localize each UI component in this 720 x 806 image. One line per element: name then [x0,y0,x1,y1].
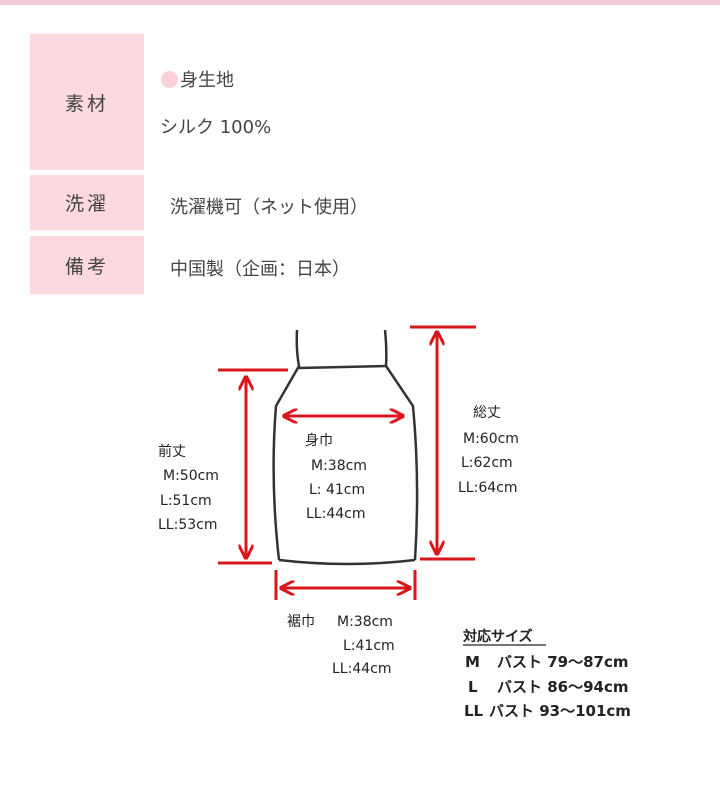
hem-width-text: 裾巾 M:38cm L:41cm LL:44cm [287,614,395,677]
material-part: 身生地 [161,66,234,92]
size-chart-title: 対応サイズ [462,628,533,645]
total-length-l: L:62cm [461,455,513,471]
bullet-dot-icon [161,71,178,88]
size-m: M [465,653,480,671]
total-length-title: 総丈 [473,405,501,421]
total-length-m: M:60cm [463,431,519,447]
size-ll-bust: バスト 93～101cm [489,702,631,720]
hem-width-m: M:38cm [337,614,393,630]
front-length-m: M:50cm [163,468,219,484]
washing-value: 洗濯機可（ネット使用） [170,197,368,218]
front-length-title: 前丈 [158,443,186,460]
bust-width-title: 身巾 [305,433,333,449]
size-l-bust: バスト 86～94cm [497,678,629,696]
bust-width-text: 身巾 M:38cm L: 41cm LL:44cm [305,433,367,522]
size-m-bust: バスト 79～87cm [497,653,629,671]
bust-width-ll: LL:44cm [306,506,365,522]
total-length-text: 総丈 M:60cm L:62cm LL:64cm [458,405,519,496]
front-length-ll: LL:53cm [158,517,217,533]
front-length-l: L:51cm [160,493,212,509]
size-ll: LL [464,702,484,720]
size-chart: 対応サイズ M バスト 79～87cm L バスト 86～94cm LL バスト… [462,628,631,720]
camisole-outline [272,329,419,566]
size-l: L [468,678,478,696]
top-accent-bar [0,0,720,5]
material-part-label: 身生地 [180,70,234,91]
measure-lines [218,325,476,600]
hem-width-title: 裾巾 [287,614,315,630]
front-length-text: 前丈 M:50cm L:51cm LL:53cm [158,443,219,533]
hem-width-ll: LL:44cm [332,661,391,677]
label-washing: 洗濯 [30,175,144,230]
bust-width-m: M:38cm [311,458,367,474]
label-notes: 備考 [30,236,144,294]
notes-value: 中国製（企画：日本） [170,259,350,280]
bust-width-l: L: 41cm [309,482,365,498]
label-material: 素材 [30,34,144,170]
total-length-ll: LL:64cm [458,480,517,496]
material-value: シルク 100% [160,117,272,138]
hem-width-l: L:41cm [343,638,395,654]
